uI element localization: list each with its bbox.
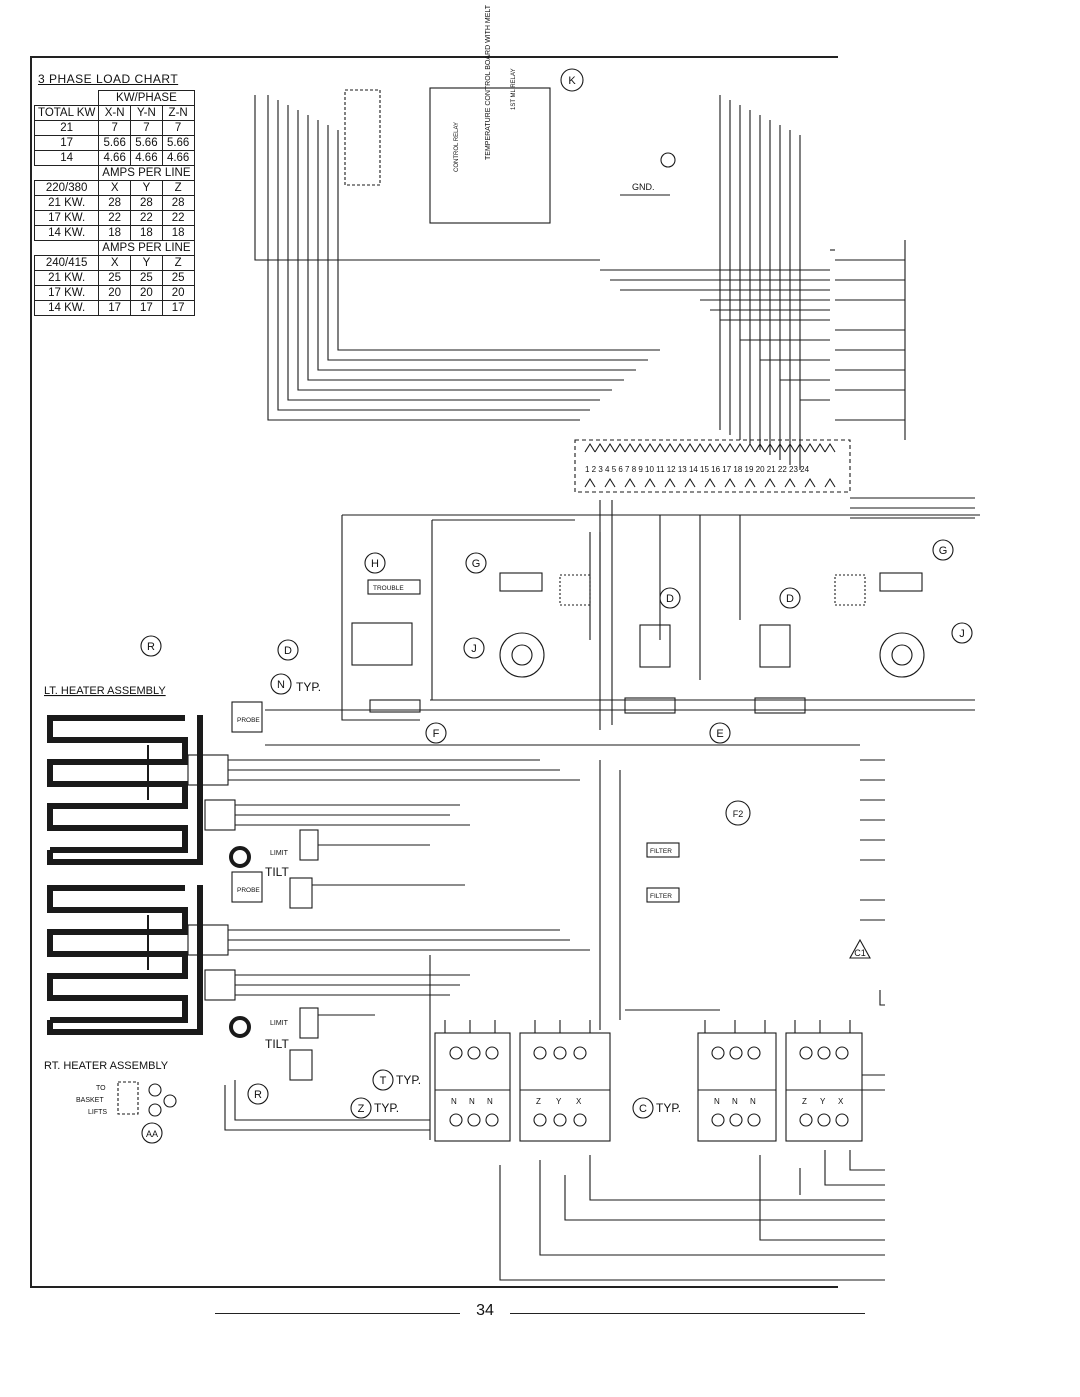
footer-rule-right — [510, 1313, 865, 1314]
callout-g: G — [939, 545, 948, 557]
basket-label-lifts: LIFTS — [88, 1109, 107, 1116]
probe-label-lt: PROBE — [237, 717, 260, 724]
limit-label-rt: LIMIT — [270, 1020, 289, 1027]
basket-lifts-connector: TO BASKET LIFTS — [76, 1080, 430, 1144]
trouble-label: TROUBLE — [373, 585, 404, 592]
line-n-6: N — [750, 1097, 756, 1106]
callout-c: C — [639, 1103, 647, 1115]
heater-probes — [147, 745, 251, 1038]
callout-r: R — [147, 641, 155, 653]
heater-wiring: PROBE PROBE LIMIT LIMIT TILT TILT — [187, 701, 885, 1081]
line-n-3: N — [487, 1097, 493, 1106]
basket-label-to: TO — [96, 1085, 106, 1092]
filter-switches: FILTER FILTER — [646, 800, 871, 959]
control-section: TROUBLE — [140, 500, 980, 744]
filter-label-2: FILTER — [650, 893, 672, 900]
tilt-label-lt: TILT — [265, 865, 289, 879]
callout-h: H — [371, 558, 379, 570]
rt-heater-label: RT. HEATER ASSEMBLY — [44, 1060, 169, 1072]
line-x-2: X — [838, 1097, 844, 1106]
callout-g: G — [472, 558, 481, 570]
board-label: TEMPERATURE CONTROL BOARD WITH MELT — [485, 4, 492, 160]
line-n-4: N — [714, 1097, 720, 1106]
callout-t: T — [380, 1075, 387, 1087]
callouts — [247, 1069, 654, 1119]
col-yn: Y-N — [130, 105, 163, 121]
callout-f2: F2 — [733, 809, 744, 819]
col-total-kw: TOTAL KW — [33, 105, 100, 121]
callout-j: J — [471, 643, 477, 655]
page-number: 34 — [476, 1302, 494, 1319]
line-z-2: Z — [802, 1097, 807, 1106]
lt-heater-label: LT. HEATER ASSEMBLY — [44, 685, 166, 697]
terminal-strip: 1 2 3 4 5 6 7 8 9 10 11 12 13 14 15 16 1… — [574, 439, 975, 519]
terminal-numbers: 1 2 3 4 5 6 7 8 9 10 11 12 13 14 15 16 1… — [585, 465, 810, 474]
callout-r: R — [254, 1089, 262, 1101]
melt-relay-label: 1ST ML RELAY — [511, 68, 517, 110]
callout-c1: C1 — [854, 948, 866, 958]
footer-rule-left — [215, 1313, 460, 1314]
callout-z: Z — [358, 1103, 365, 1115]
filter-label-1: FILTER — [650, 848, 672, 855]
wire-harness-right — [600, 95, 906, 470]
callout-e: E — [716, 728, 723, 740]
typ-label-t: TYP. — [396, 1073, 421, 1087]
typ-label-z: TYP. — [374, 1101, 399, 1115]
kw-phase-header: KW/PHASE — [98, 90, 195, 106]
page-footer: 34 — [0, 1302, 1080, 1326]
temperature-control-board: TEMPERATURE CONTROL BOARD WITH MELT CONT… — [344, 4, 676, 224]
callout-k: K — [568, 75, 576, 87]
typ-label-c: TYP. — [656, 1101, 681, 1115]
load-chart-title: 3 PHASE LOAD CHART — [38, 72, 179, 86]
wire-harness-left — [254, 95, 660, 421]
callout-n: N — [277, 679, 285, 691]
line-n-2: N — [469, 1097, 475, 1106]
tilt-label-rt: TILT — [265, 1037, 289, 1051]
callout-j: J — [959, 628, 965, 640]
callout-aa: AA — [146, 1129, 158, 1139]
schematic: TEMPERATURE CONTROL BOARD WITH MELT CONT… — [44, 4, 980, 1281]
probe-label-rt: PROBE — [237, 887, 260, 894]
diagram-frame — [30, 56, 838, 1288]
line-z: Z — [536, 1097, 541, 1106]
left-heater-assembly — [47, 715, 203, 865]
basket-label-basket: BASKET — [76, 1097, 104, 1104]
typ-label-n: TYP. — [296, 680, 321, 694]
callout-f: F — [433, 728, 440, 740]
line-y: Y — [556, 1097, 562, 1106]
limit-label-lt: LIMIT — [270, 850, 289, 857]
callout-d: D — [284, 645, 292, 657]
callout-d: D — [666, 593, 674, 605]
line-n-1: N — [451, 1097, 457, 1106]
line-x: X — [576, 1097, 582, 1106]
callout-d: D — [786, 593, 794, 605]
right-heater-assembly — [47, 885, 203, 1035]
contactors: N N N Z Y X N N N Z Y X — [429, 955, 885, 1281]
line-y-2: Y — [820, 1097, 826, 1106]
line-n-5: N — [732, 1097, 738, 1106]
gnd-label: GND. — [632, 182, 655, 192]
control-relay-label: CONTROL RELAY — [454, 122, 460, 172]
